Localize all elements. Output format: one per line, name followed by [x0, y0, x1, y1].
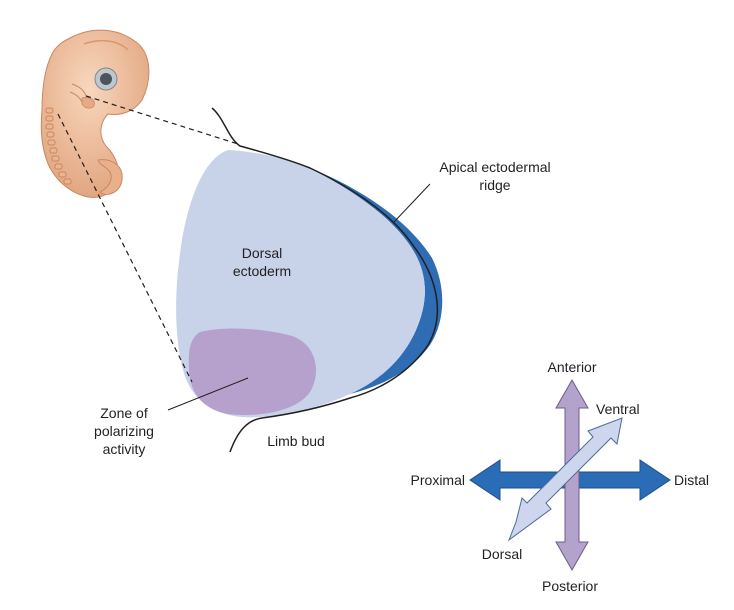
apical-ridge-label-line1: Apical ectodermal [439, 159, 550, 175]
body-wall-upper-outline [211, 107, 439, 453]
distal-label: Distal [674, 472, 709, 488]
embryo-illustration [40, 29, 150, 198]
dorsal-ventral-arrow [507, 417, 623, 542]
dorsal-ectoderm-label-line2: ectoderm [233, 263, 291, 279]
limb-bud [176, 107, 443, 453]
embryo-limb-bud-small [81, 97, 95, 109]
zone-of-polarizing-activity [188, 328, 316, 416]
apical-ridge-label-line2: ridge [479, 177, 510, 193]
embryo-body [40, 29, 150, 198]
embryo-brain-fold [83, 39, 129, 51]
embryo-eye [94, 67, 118, 91]
zoom-lines [57, 95, 239, 383]
embryo-pharyngeal-arches [69, 83, 87, 103]
dorsal-ectoderm-label-line1: Dorsal [242, 245, 282, 261]
embryo-somites [45, 107, 72, 185]
embryo-tail [97, 159, 123, 195]
zpa-label-line2: polarizing [94, 423, 154, 439]
anterior-label: Anterior [547, 359, 596, 375]
ventral-label: Ventral [596, 401, 640, 417]
leader-lines [167, 183, 431, 411]
limb-bud-label: Limb bud [267, 433, 325, 449]
dorsal-label: Dorsal [482, 546, 522, 562]
zpa-label-line1: Zone of [100, 405, 148, 421]
posterior-label: Posterior [542, 578, 598, 594]
zpa-label-line3: activity [103, 441, 146, 457]
proximal-label: Proximal [411, 472, 465, 488]
axis-compass: Anterior Posterior Proximal Distal Ventr… [411, 359, 709, 594]
